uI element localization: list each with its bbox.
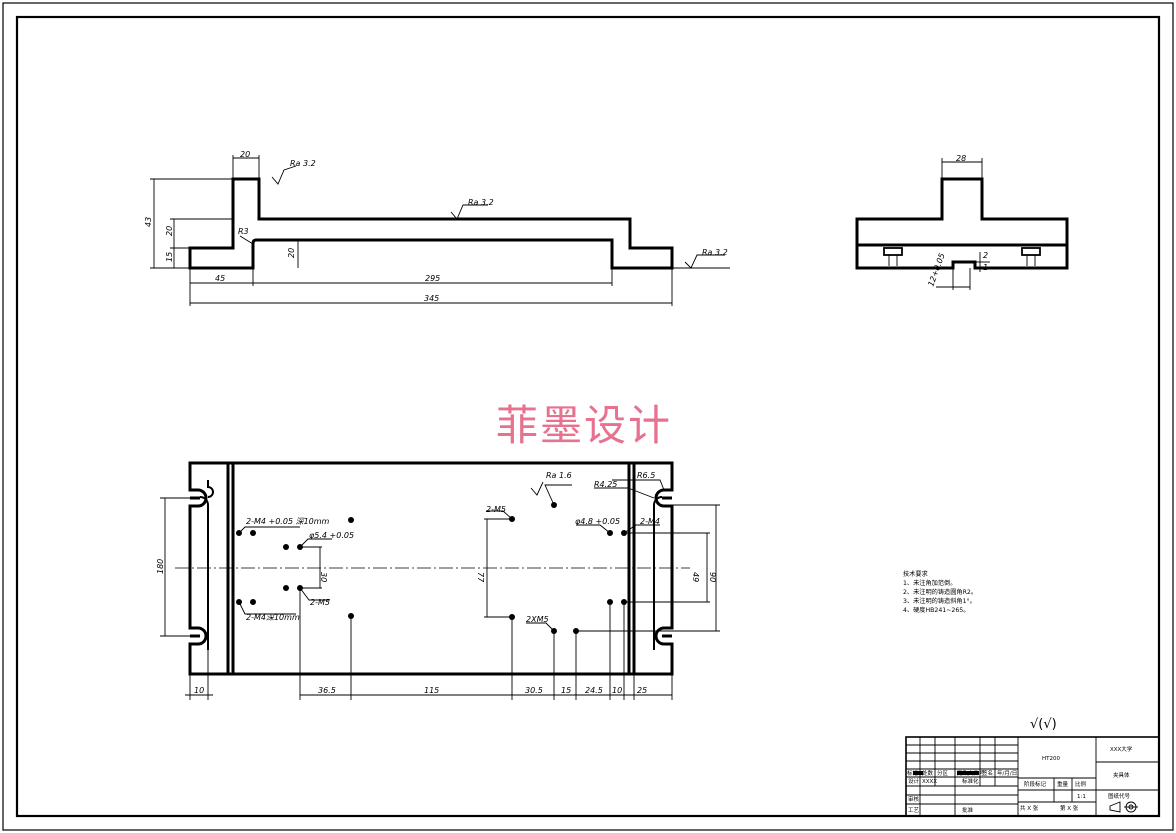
tb-mark-2: 分区 (937, 769, 949, 777)
title-block: HT200 XXX大学 夹具体 图纸代号 阶段标记 重量 比例 1:1 共 X … (905, 736, 1160, 817)
dim-10b: 10 (612, 686, 622, 695)
dim-90: 90 (708, 572, 717, 582)
callout-m4-deep-bot: 2-M4深10mm (246, 613, 300, 622)
tb-part-name: 夹具体 (1113, 771, 1130, 779)
tb-mark-5: 年/月/日 (997, 769, 1017, 777)
front-view: 20 43 20 15 R3 20 45 295 345 Ra 3.2 Ra 3… (144, 150, 730, 306)
dim-345: 345 (424, 294, 439, 303)
dim-45: 45 (215, 274, 225, 283)
callout-ra-1-6: Ra 1.6 (546, 471, 572, 480)
dim-295: 295 (425, 274, 440, 283)
dim-20-inner: 20 (287, 248, 296, 258)
tech-notes-title: 技术要求 (903, 570, 928, 578)
tb-scale: 1:1 (1077, 794, 1086, 800)
top-view: 180 30 77 49 90 10 36.5 115 30.5 15 24.5… (156, 461, 720, 700)
dim-43: 43 (144, 217, 153, 227)
dim-2: 2 (983, 251, 988, 260)
tb-ratio-label: 比例 (1075, 780, 1087, 788)
dim-20-top: 20 (240, 150, 250, 159)
technical-requirements: 技术要求 1、未注角加范倒。 2、未注明的铸造圆角R2。 3、未注明的铸造斜角1… (903, 570, 977, 614)
dim-15: 15 (561, 686, 571, 695)
dim-28: 28 (956, 154, 966, 163)
tb-school: XXX大学 (1110, 745, 1133, 753)
tb-mark-4: 签名 (982, 769, 993, 777)
callout-phi-b: φ4.8 +0.05 (575, 517, 620, 526)
tb-design: 设计 (908, 777, 920, 785)
callout-m5-c: 2-M5 (486, 505, 506, 514)
tb-process: 工艺 (908, 807, 920, 814)
dim-12-tol: 12+0.05 (926, 252, 946, 288)
dim-24-5: 24.5 (585, 686, 603, 695)
dim-77: 77 (476, 572, 485, 583)
dim-49: 49 (691, 572, 700, 582)
tb-review: 审核 (908, 795, 920, 803)
callout-m5-b: 2-M5 (310, 598, 330, 607)
callout-m5-d: 2XM5 (526, 615, 549, 624)
dim-15: 15 (165, 252, 174, 262)
dim-25: 25 (637, 686, 647, 695)
roughness-top: Ra 3.2 (290, 159, 316, 168)
dim-115: 115 (424, 686, 439, 695)
tech-note-1: 1、未注角加范倒。 (903, 579, 956, 587)
tb-designer: XXXX (922, 779, 937, 785)
watermark: 菲墨设计 (496, 401, 672, 450)
tb-standard: 标准化 (962, 777, 979, 785)
tb-weight-label: 重量 (1057, 780, 1069, 788)
side-view: 28 2 1 12+0.05 (855, 154, 1069, 290)
dim-180: 180 (156, 559, 165, 574)
tb-mark-0: 标记 (907, 769, 919, 777)
dim-1: 1 (983, 263, 988, 272)
inner-frame (15, 15, 1161, 818)
roughness-mid: Ra 3.2 (468, 198, 494, 207)
dim-10a: 10 (194, 686, 204, 695)
callout-r4-25: R4.25 (594, 480, 617, 489)
callout-m4-deep-top: 2-M4 +0.05 深10mm (246, 517, 330, 526)
tb-approve: 批准 (962, 806, 974, 814)
dim-30-5: 30.5 (525, 686, 543, 695)
surface-finish-symbol: √(√) (1030, 717, 1057, 732)
tb-sheet-no: 第 X 张 (1060, 804, 1079, 812)
tb-drawing-no: 图纸代号 (1108, 792, 1131, 800)
callout-r6-5: R6.5 (637, 471, 655, 480)
callout-phi-a: φ5.4 +0.05 (309, 531, 354, 540)
roughness-right: Ra 3.2 (702, 248, 728, 257)
callout-m4-right: 2-M4 (640, 517, 660, 526)
tech-note-3: 3、未注明的铸造斜角1°。 (903, 597, 976, 605)
tb-material: HT200 (1042, 756, 1060, 762)
tech-note-2: 2、未注明的铸造圆角R2。 (903, 588, 977, 596)
dim-20-left: 20 (165, 226, 174, 236)
tb-sheets-total: 共 X 张 (1020, 804, 1039, 812)
dim-r3: R3 (238, 227, 249, 236)
dim-30: 30 (319, 572, 328, 582)
dim-36-5: 36.5 (318, 686, 336, 695)
tech-note-4: 4、硬度HB241~265。 (903, 606, 969, 614)
tb-mark-3: 更改文件号 (957, 769, 985, 777)
tb-mark-1: 处数 (922, 769, 934, 777)
tb-stage-label: 阶段标记 (1024, 780, 1047, 788)
